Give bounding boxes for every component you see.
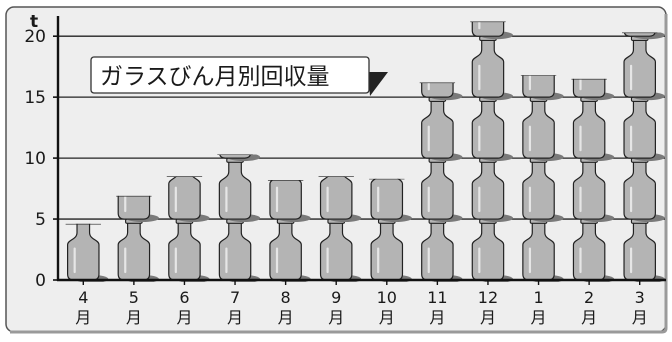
bottle-segment [522,75,564,101]
bottle-segment [623,35,665,101]
bottle-segment [370,178,412,223]
y-tick-label: 20 [24,27,46,47]
title-frame [90,56,370,94]
bottle-segment [319,176,362,223]
frame-shadow [10,14,668,334]
x-tick-label-suffix: 月 [328,308,344,327]
x-tick-label: 1 [533,288,543,307]
x-tick-label-suffix: 月 [531,308,547,327]
x-tick-label-suffix: 月 [75,308,91,327]
chart-title-box: ガラスびん月別回収量 [90,56,388,96]
bottle-segment [572,96,615,162]
bottle-segment [67,223,109,282]
x-tick-label-suffix: 月 [429,308,445,327]
x-tick-label-suffix: 月 [227,308,243,327]
bottle-segment [218,157,261,223]
bar-month-12 [470,21,514,282]
x-tick-label-suffix: 月 [480,308,496,327]
x-tick-label: 2 [584,288,594,307]
x-tick-label: 12 [478,288,498,307]
bottle-segment [623,32,665,40]
bottle-bars [65,21,665,282]
x-tick-label: 10 [377,288,397,307]
chart-title: ガラスびん月別回収量 [100,64,330,90]
x-tick-label-suffix: 月 [278,308,294,327]
bar-month-6 [166,176,210,282]
bottle-body [219,154,252,159]
x-tick-label: 3 [635,288,645,307]
bottle-segment [522,96,564,162]
y-tick-label: 5 [35,210,46,230]
bottle-segment [219,154,261,162]
x-tick-label: 6 [179,288,189,307]
bottle-segment [471,96,514,162]
x-tick-label: 4 [78,288,88,307]
x-tick-label-suffix: 月 [632,308,648,327]
x-tick-label: 9 [331,288,341,307]
bottle-segment [572,78,615,101]
x-tick-label: 11 [427,288,447,307]
x-tick-label: 5 [129,288,139,307]
bottle-segment [117,195,159,223]
bottle-segment [471,21,514,40]
bottle-segment [623,218,665,282]
bottle-segment [168,176,210,223]
bottle-segment [421,82,463,101]
x-tick-label: 7 [230,288,240,307]
bar-month-11 [419,82,463,282]
x-tick-label: 8 [281,288,291,307]
axes [53,16,666,285]
bar-month-10 [369,178,412,282]
bar-month-4 [65,223,109,282]
grid-lines [58,35,665,220]
y-tick-label: 0 [35,271,46,291]
bottle-segment [623,157,665,223]
bottle-segment [269,180,311,223]
x-tick-label-suffix: 月 [379,308,395,327]
bar-month-5 [116,195,159,282]
y-axis-unit: t [30,12,38,32]
bar-month-3 [622,32,665,282]
y-tick-label: 15 [24,88,46,108]
x-tick-label-suffix: 月 [126,308,142,327]
title-callout-pointer [368,72,388,96]
x-tick-label-suffix: 月 [581,308,597,327]
bottle-segment [572,157,615,223]
y-tick-label: 10 [24,149,46,169]
x-tick-label-suffix: 月 [176,308,192,327]
bottle-body [623,32,656,37]
bottle-segment [471,157,514,223]
bottle-segment [421,157,463,223]
